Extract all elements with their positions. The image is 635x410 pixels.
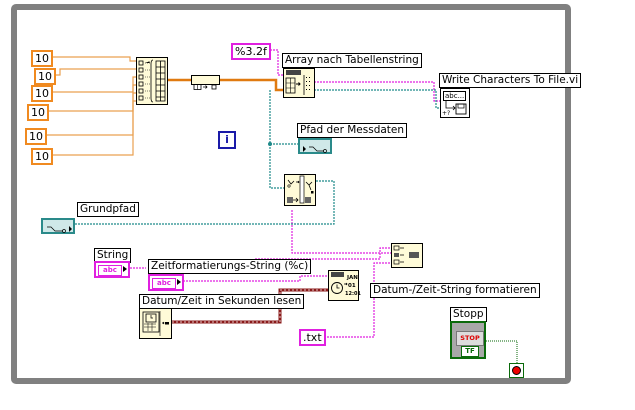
path-icon	[47, 226, 72, 233]
wire-format-string	[270, 49, 284, 76]
wire-num-5	[44, 92, 138, 136]
array-to-spreadsheet-label: Array nach Tabellenstring	[282, 53, 422, 68]
build-array-node[interactable]	[136, 57, 168, 105]
numeric-constant[interactable]: 10	[31, 85, 53, 102]
concatenate-icon	[393, 245, 419, 265]
time-format-string-control[interactable]: abc	[148, 274, 184, 291]
format-datetime-label: Datum-/Zeit-String formatieren	[370, 283, 540, 298]
string-control[interactable]: abc	[94, 261, 130, 278]
svg-text:12:01: 12:01	[345, 291, 361, 297]
write-characters-node[interactable]: abc... +?	[440, 88, 470, 118]
wire-num-3	[49, 76, 138, 93]
wire-path-down	[269, 90, 284, 189]
write-chars-label: Write Characters To File.vi	[439, 73, 582, 88]
array-subset-node[interactable]	[191, 75, 220, 90]
concatenate-strings-node[interactable]	[391, 243, 423, 268]
array-to-spreadsheet-icon	[285, 70, 310, 95]
stop-condition-icon	[512, 366, 521, 375]
array-convert-icon	[193, 84, 217, 90]
numeric-wires	[44, 56, 138, 156]
numeric-constant[interactable]: 10	[31, 50, 53, 67]
write-node-text: abc...	[443, 91, 467, 101]
wire-num-4	[47, 84, 138, 112]
wire-stop	[486, 340, 518, 363]
jan-text: JAN	[346, 275, 358, 281]
build-array-icon	[138, 59, 166, 103]
get-seconds-node[interactable]	[139, 308, 172, 339]
build-path-node[interactable]	[284, 174, 316, 206]
string-control-text: abc	[98, 265, 122, 276]
extension-constant[interactable]: .txt	[299, 329, 326, 346]
build-path-icon	[287, 175, 314, 204]
stop-button-control[interactable]: STOP TF	[450, 321, 486, 359]
numeric-constant[interactable]: 10	[27, 104, 49, 121]
svg-text:+?: +?	[442, 110, 450, 117]
path-icon	[303, 146, 327, 153]
svg-text:01: 01	[348, 283, 356, 289]
wire-num-6	[49, 100, 138, 156]
wire-time-format	[177, 275, 328, 282]
time-format-string-label: Zeitformatierungs-String (%c)	[148, 259, 312, 274]
iteration-terminal: i	[218, 131, 236, 149]
base-path-control[interactable]	[41, 218, 75, 234]
floppy-disk-icon: +?	[442, 101, 467, 117]
wire-num-1	[49, 56, 138, 62]
array-to-spreadsheet-node[interactable]	[283, 68, 315, 98]
base-path-label: Grundpfad	[77, 202, 139, 217]
numeric-constant[interactable]: 10	[31, 148, 53, 165]
string-label: String	[94, 248, 132, 263]
data-path-indicator[interactable]	[298, 138, 332, 154]
arrow-right-icon	[177, 279, 181, 285]
wire-spreadsheet-string	[314, 81, 441, 102]
data-path-label: Pfad der Messdaten	[297, 123, 408, 138]
wire-txt	[327, 262, 392, 338]
wire-array-to-spreadsheet	[220, 78, 284, 92]
clock-computer-icon	[142, 311, 169, 336]
numeric-constant[interactable]: 10	[34, 68, 56, 85]
format-datetime-node[interactable]: JAN 01 12:01	[328, 270, 361, 301]
numeric-constant[interactable]: 10	[25, 128, 47, 145]
format-string-constant[interactable]: %3.2f	[231, 43, 271, 60]
wire-num-2	[52, 68, 138, 76]
loop-condition-terminal[interactable]	[509, 363, 524, 378]
wire-junction	[268, 142, 272, 146]
stop-button[interactable]: STOP	[456, 331, 484, 346]
wire-base-path	[72, 180, 335, 225]
wire-path-to-write	[314, 89, 441, 109]
wire-path-string	[291, 210, 392, 254]
calendar-clock-icon: JAN 01 12:01	[331, 272, 361, 297]
stop-label: Stopp	[450, 307, 487, 322]
arrow-right-icon	[123, 266, 127, 272]
wire-format-to-concat	[255, 247, 392, 260]
get-seconds-label: Datum/Zeit in Sekunden lesen	[139, 294, 305, 309]
boolean-type-label: TF	[461, 346, 479, 357]
string-control-text: abc	[152, 278, 176, 289]
